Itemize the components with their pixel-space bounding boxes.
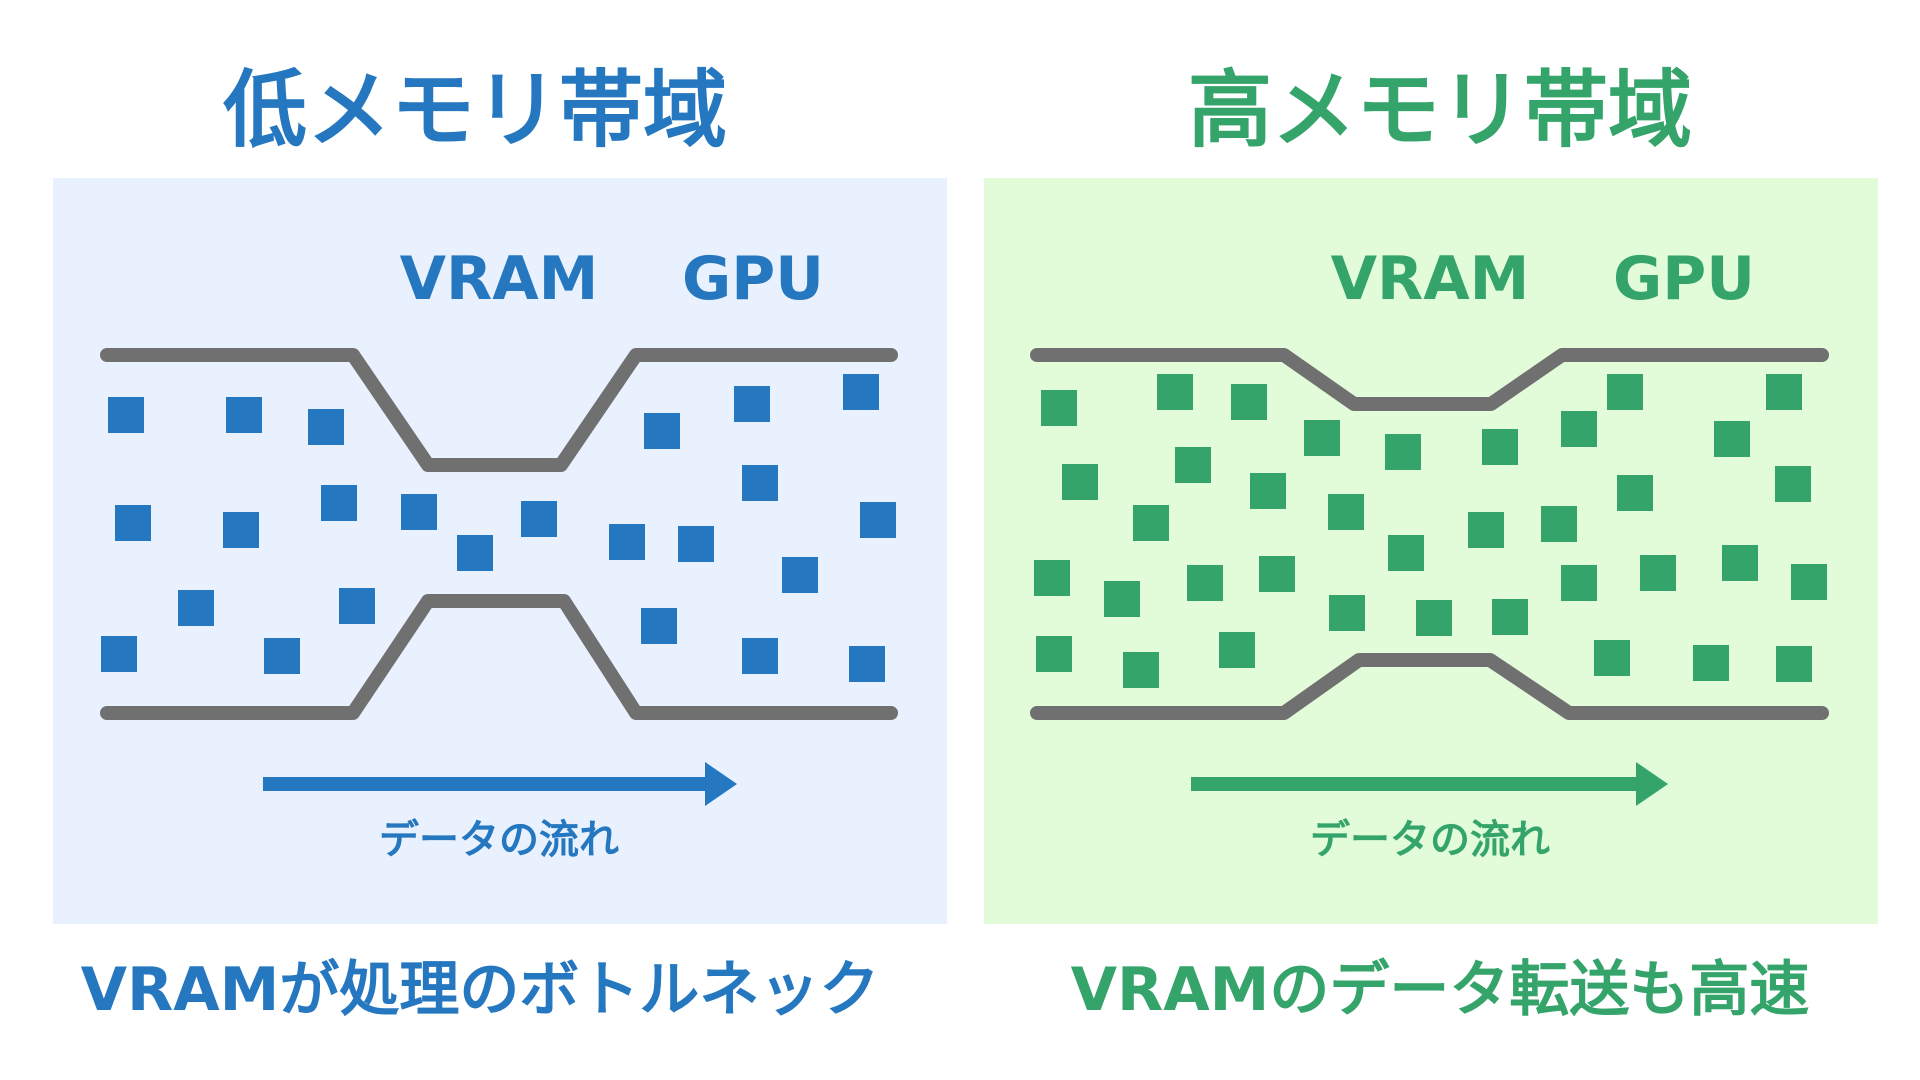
data-packet bbox=[1561, 565, 1597, 601]
high-bandwidth-caption: VRAMのデータ転送も高速 bbox=[1070, 955, 1810, 1025]
data-packet bbox=[1617, 475, 1653, 511]
data-packet bbox=[678, 526, 714, 562]
data-packet bbox=[223, 512, 259, 548]
data-packet bbox=[742, 465, 778, 501]
pipe-top-wall bbox=[100, 348, 898, 472]
data-packet bbox=[1041, 390, 1077, 426]
data-packet bbox=[1219, 632, 1255, 668]
data-packet bbox=[1766, 374, 1802, 410]
data-packet bbox=[849, 646, 885, 682]
data-packet bbox=[1640, 555, 1676, 591]
data-packet bbox=[734, 386, 770, 422]
vram-label: VRAM bbox=[1331, 244, 1530, 314]
data-packet bbox=[1157, 374, 1193, 410]
data-packet bbox=[1062, 464, 1098, 500]
data-packet bbox=[1104, 581, 1140, 617]
pipe-top-wall bbox=[1030, 348, 1829, 411]
data-packet bbox=[1482, 429, 1518, 465]
flow-arrow-head bbox=[705, 762, 737, 806]
low-bandwidth-diagram: VRAM GPU bbox=[100, 244, 898, 863]
data-packet bbox=[843, 374, 879, 410]
data-packet bbox=[644, 413, 680, 449]
data-flow-label: データの流れ bbox=[379, 817, 619, 863]
data-packets bbox=[1034, 374, 1827, 688]
data-packet bbox=[782, 557, 818, 593]
data-packet bbox=[401, 494, 437, 530]
data-packet bbox=[178, 590, 214, 626]
data-packet bbox=[1250, 473, 1286, 509]
low-bandwidth-caption: VRAMが処理のボトルネック bbox=[80, 955, 880, 1025]
data-packet bbox=[308, 409, 344, 445]
high-bandwidth-title: 高メモリ帯域 bbox=[1187, 61, 1692, 159]
data-packet bbox=[1123, 652, 1159, 688]
data-packet bbox=[1714, 421, 1750, 457]
data-packet bbox=[1775, 466, 1811, 502]
data-packet bbox=[1561, 411, 1597, 447]
gpu-label: GPU bbox=[682, 244, 824, 314]
data-packet bbox=[1607, 374, 1643, 410]
data-packet bbox=[1385, 434, 1421, 470]
data-packet bbox=[1722, 545, 1758, 581]
data-packet bbox=[609, 524, 645, 560]
data-packet bbox=[1034, 560, 1070, 596]
data-packet bbox=[1492, 599, 1528, 635]
high-bandwidth-panel: VRAM GPU bbox=[984, 178, 1878, 924]
data-packet bbox=[1328, 494, 1364, 530]
data-packet bbox=[1304, 420, 1340, 456]
pipe-bottom-wall bbox=[100, 594, 898, 720]
data-packet bbox=[860, 502, 896, 538]
low-bandwidth-title: 低メモリ帯域 bbox=[222, 61, 727, 159]
data-packet bbox=[108, 397, 144, 433]
data-packet bbox=[1259, 556, 1295, 592]
data-packet bbox=[1036, 636, 1072, 672]
data-packet bbox=[742, 638, 778, 674]
data-packet bbox=[1133, 505, 1169, 541]
flow-arrow-head bbox=[1636, 762, 1668, 806]
data-packet bbox=[521, 501, 557, 537]
vram-label: VRAM bbox=[400, 244, 599, 314]
data-packet bbox=[1329, 595, 1365, 631]
data-packet bbox=[264, 638, 300, 674]
data-packet bbox=[1175, 447, 1211, 483]
pipe-bottom-wall bbox=[1030, 653, 1829, 720]
data-packet bbox=[1693, 645, 1729, 681]
gpu-label: GPU bbox=[1613, 244, 1755, 314]
data-packet bbox=[1594, 640, 1630, 676]
data-packet bbox=[1468, 512, 1504, 548]
data-packet bbox=[321, 485, 357, 521]
data-packet bbox=[1776, 646, 1812, 682]
data-packet bbox=[1541, 506, 1577, 542]
data-packet bbox=[1388, 535, 1424, 571]
data-packet bbox=[1231, 384, 1267, 420]
data-packet bbox=[226, 397, 262, 433]
data-packet bbox=[339, 588, 375, 624]
data-packet bbox=[641, 608, 677, 644]
data-packet bbox=[1187, 565, 1223, 601]
data-packet bbox=[1791, 564, 1827, 600]
data-packet bbox=[457, 535, 493, 571]
data-packet bbox=[1416, 600, 1452, 636]
data-flow-label: データの流れ bbox=[1310, 817, 1550, 863]
data-packets bbox=[101, 374, 896, 682]
high-bandwidth-diagram: VRAM GPU bbox=[1030, 244, 1829, 863]
data-packet bbox=[115, 505, 151, 541]
data-packet bbox=[101, 636, 137, 672]
low-bandwidth-panel: VRAM GPU bbox=[53, 178, 947, 924]
